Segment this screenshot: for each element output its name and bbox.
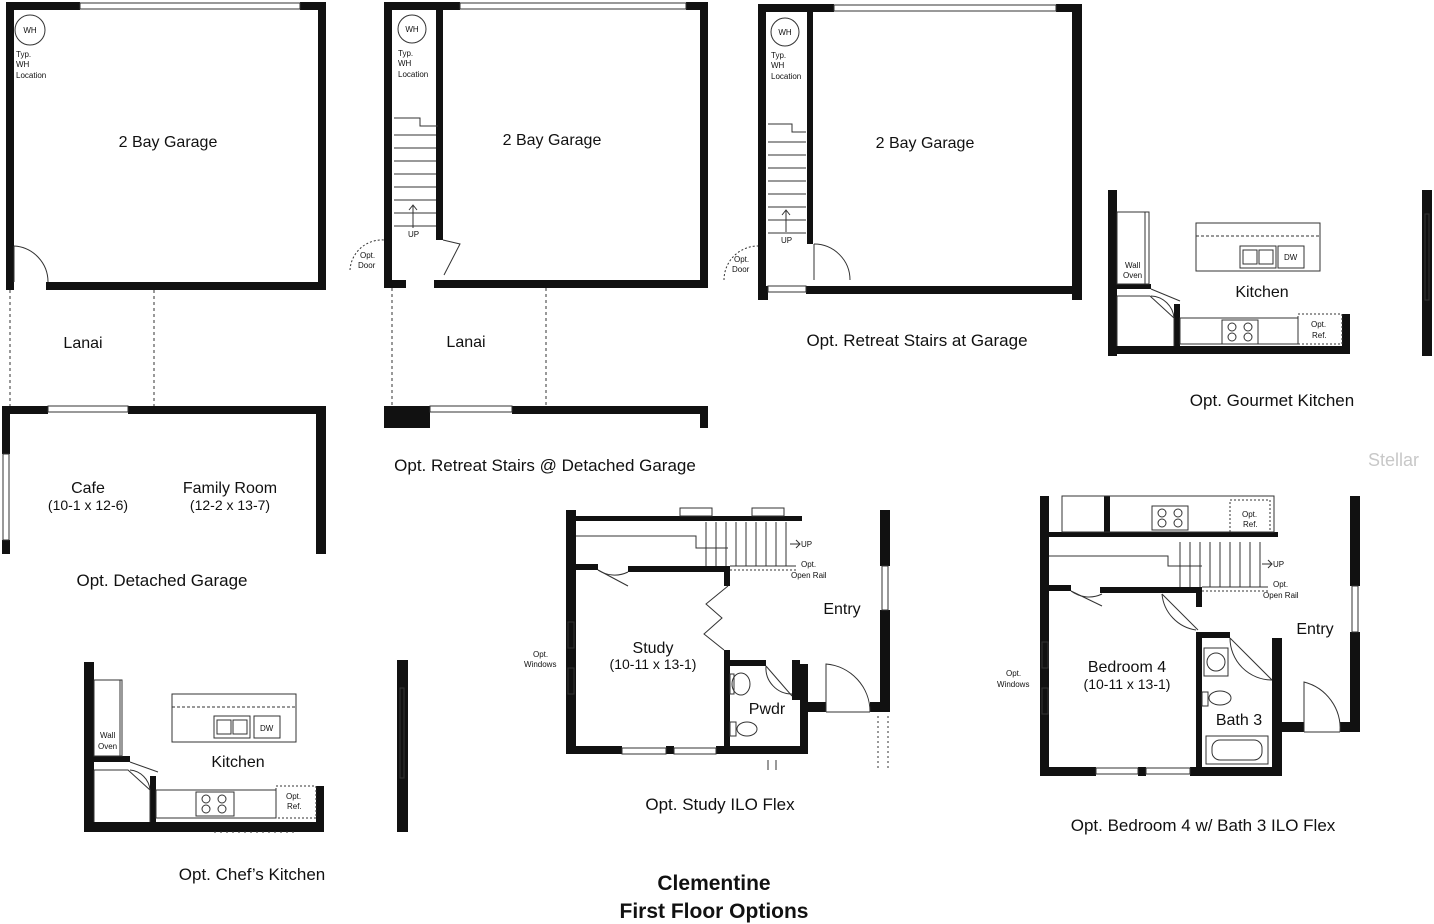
typ-label: Typ. <box>771 51 786 60</box>
opt-windows-label: Opt. <box>1006 669 1021 678</box>
opt-door-label: Opt. <box>734 255 749 264</box>
stairs-up-label: UP <box>801 540 812 549</box>
bedroom4-dimensions: (10-11 x 13-1) <box>1084 676 1171 692</box>
chefs-kitchen-plan <box>84 660 408 832</box>
wall-oven-label: Wall <box>100 731 115 740</box>
bath3-label: Bath 3 <box>1216 712 1262 729</box>
wh-location-label: WH <box>398 59 412 68</box>
entry-label: Entry <box>1296 621 1333 638</box>
wall-oven-label: Wall <box>1125 261 1140 270</box>
water-heater-icon: WH <box>397 14 427 44</box>
open-rail-label: Open Rail <box>1263 591 1299 600</box>
gourmet-kitchen-plan <box>1108 190 1432 356</box>
caption-detached-garage: Opt. Detached Garage <box>76 571 247 590</box>
wh-location-label: WH <box>771 61 785 70</box>
cafe-label: Cafe <box>71 480 105 497</box>
opt-open-rail-label: Opt. <box>1273 580 1288 589</box>
water-heater-icon: WH <box>14 14 46 46</box>
lanai-label: Lanai <box>63 335 102 352</box>
stairs-up-label: UP <box>781 236 792 245</box>
open-rail-label: Open Rail <box>791 571 827 580</box>
opt-ref-label: Opt. <box>286 792 301 801</box>
entry-label: Entry <box>823 601 860 618</box>
ref-label: Ref. <box>1312 331 1327 340</box>
caption-bedroom4-ilo-flex: Opt. Bedroom 4 w/ Bath 3 ILO Flex <box>1071 816 1336 835</box>
caption-retreat-detached: Opt. Retreat Stairs @ Detached Garage <box>394 456 696 475</box>
retreat-garage-plan <box>758 4 1082 300</box>
powder-room-label: Pwdr <box>749 701 786 718</box>
location-label: Location <box>16 71 46 80</box>
detached-garage-plan <box>2 2 326 554</box>
lanai-label: Lanai <box>446 334 485 351</box>
wh-location-label: WH <box>16 60 30 69</box>
stairs-up-label: UP <box>408 230 419 239</box>
family-room-dimensions: (12-2 x 13-7) <box>190 497 270 513</box>
location-label: Location <box>771 72 801 81</box>
opt-ref-label: Opt. <box>1311 320 1326 329</box>
oven-label: Oven <box>1123 271 1142 280</box>
opt-windows-label: Opt. <box>533 650 548 659</box>
garage-label: 2 Bay Garage <box>119 134 218 151</box>
stairs-up-label: UP <box>1273 560 1284 569</box>
caption-chefs-kitchen: Opt. Chef’s Kitchen <box>179 865 325 884</box>
caption-retreat-garage: Opt. Retreat Stairs at Garage <box>806 331 1027 350</box>
watermark: Stellar <box>1368 450 1419 470</box>
caption-gourmet-kitchen: Opt. Gourmet Kitchen <box>1190 391 1354 410</box>
door-label: Door <box>732 265 750 274</box>
opt-open-rail-label: Opt. <box>801 560 816 569</box>
plan-subtitle: First Floor Options <box>620 900 809 923</box>
family-room-label: Family Room <box>183 480 277 497</box>
dishwasher-label: DW <box>260 724 274 733</box>
windows-label: Windows <box>524 660 556 669</box>
wh-label: WH <box>778 28 792 37</box>
ref-label: Ref. <box>1243 520 1258 529</box>
opt-door-label: Opt. <box>360 251 375 260</box>
door-label: Door <box>358 261 376 270</box>
typ-label: Typ. <box>16 50 31 59</box>
typ-label: Typ. <box>398 49 413 58</box>
caption-study-ilo-flex: Opt. Study ILO Flex <box>645 795 795 814</box>
location-label: Location <box>398 70 428 79</box>
dishwasher-label: DW <box>1284 253 1298 262</box>
plan-title: Clementine <box>657 872 770 895</box>
ref-label: Ref. <box>287 802 302 811</box>
study-plan <box>566 510 890 754</box>
garage-label: 2 Bay Garage <box>503 132 602 149</box>
study-label: Study <box>633 640 674 657</box>
water-heater-icon: WH <box>770 17 800 47</box>
wh-label: WH <box>405 25 419 34</box>
oven-label: Oven <box>98 742 117 751</box>
opt-ref-label: Opt. <box>1242 510 1257 519</box>
windows-label: Windows <box>997 680 1029 689</box>
bedroom4-label: Bedroom 4 <box>1088 659 1166 676</box>
bedroom4-plan <box>1040 496 1360 776</box>
study-dimensions: (10-11 x 13-1) <box>610 656 697 672</box>
kitchen-label: Kitchen <box>211 754 264 771</box>
garage-label: 2 Bay Garage <box>876 135 975 152</box>
wh-label: WH <box>23 26 37 35</box>
cafe-dimensions: (10-1 x 12-6) <box>48 497 128 513</box>
kitchen-label: Kitchen <box>1235 284 1288 301</box>
retreat-detached-plan <box>384 2 708 428</box>
